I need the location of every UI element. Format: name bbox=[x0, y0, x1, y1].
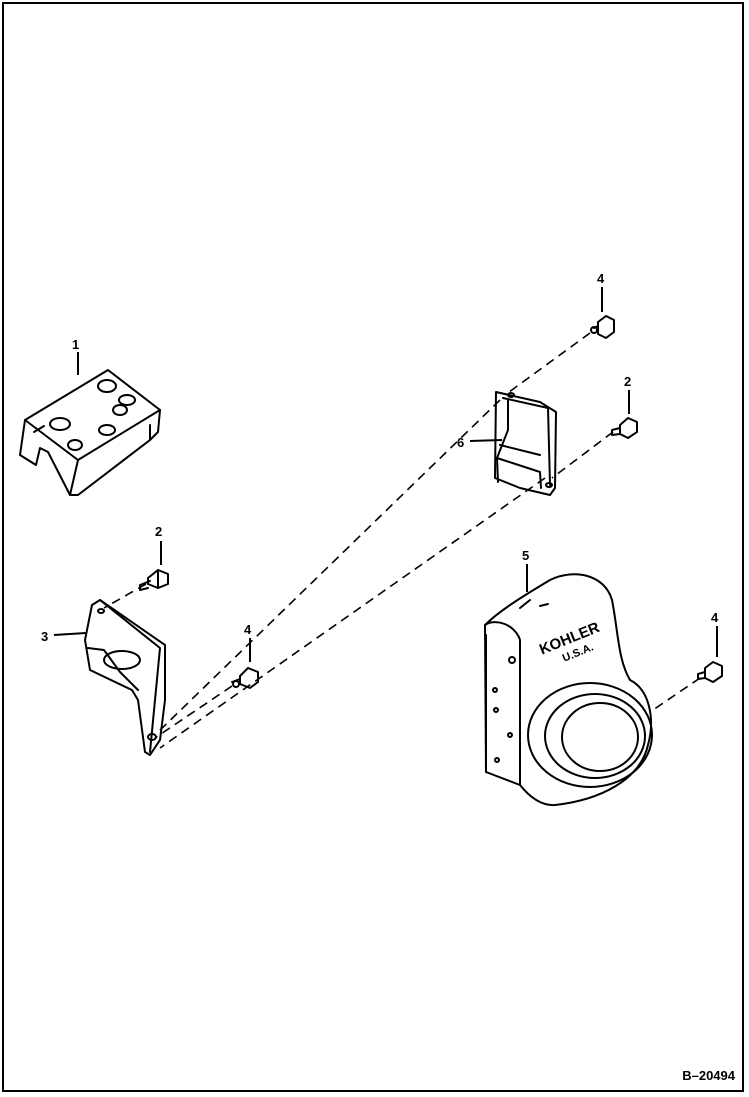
callout-3: 3 bbox=[41, 629, 48, 644]
callout-4-left: 4 bbox=[244, 622, 252, 637]
part-3-bracket bbox=[84, 599, 166, 756]
part-4-nut-upper bbox=[590, 315, 615, 339]
figure-id: B–20494 bbox=[682, 1068, 735, 1083]
kohler-logo: KOHLER U.S.A. bbox=[537, 619, 602, 665]
callout-6: 6 bbox=[457, 435, 464, 450]
assembly-lines bbox=[103, 332, 701, 749]
part-4-nut-left bbox=[231, 667, 259, 689]
part-6-plate bbox=[494, 391, 557, 496]
part-4-nut-right bbox=[697, 661, 723, 683]
part-1-bracket bbox=[19, 369, 161, 496]
callout-1: 1 bbox=[72, 337, 79, 352]
part-2-bolt-left bbox=[139, 569, 169, 591]
callout-5: 5 bbox=[522, 548, 529, 563]
part-2-bolt-upper bbox=[611, 417, 638, 439]
part-5-blower-housing bbox=[484, 573, 653, 807]
callout-2-upper: 2 bbox=[624, 374, 631, 389]
leader-lines bbox=[53, 287, 718, 662]
callout-4-upper: 4 bbox=[597, 271, 605, 286]
callout-2-lower: 2 bbox=[155, 524, 162, 539]
callout-4-right: 4 bbox=[711, 610, 719, 625]
